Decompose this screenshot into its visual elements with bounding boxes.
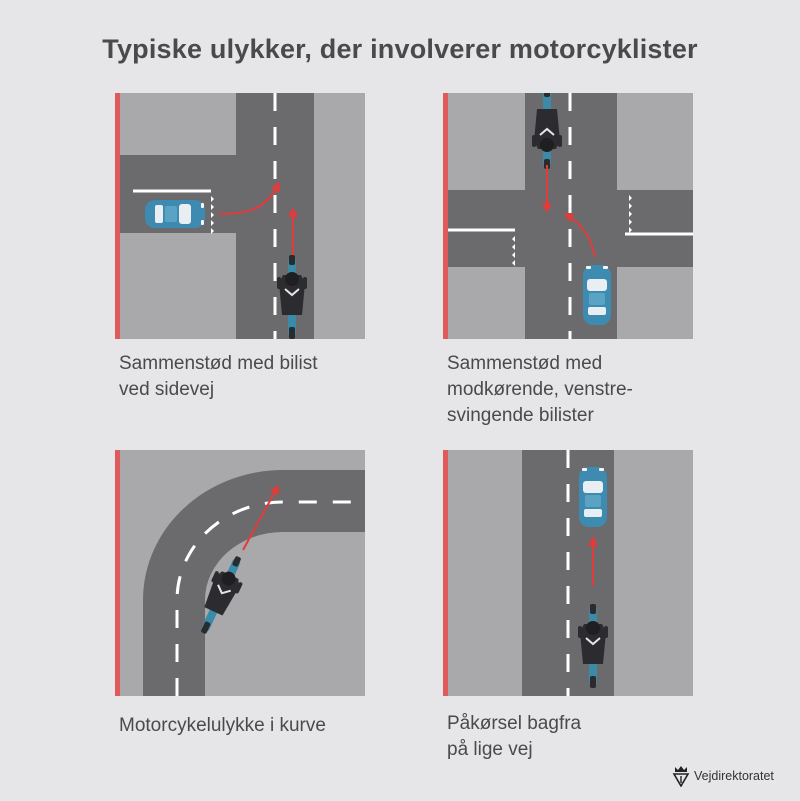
caption-rear-end: Påkørsel bagfra på lige vej [447, 713, 582, 760]
moto-path-arrow [242, 484, 279, 551]
page-title: Typiske ulykker, der involverer motorcyk… [102, 34, 698, 64]
car-icon [583, 265, 611, 325]
panel-side-road [115, 93, 365, 339]
car-icon [579, 467, 607, 527]
side-road-illustration [115, 93, 365, 339]
car-icon [145, 200, 205, 228]
crown-shield-icon [672, 766, 690, 787]
panel-curve [115, 450, 365, 696]
caption-left-turn: Sammenstød med modkørende, venstre- svin… [447, 353, 633, 426]
panel-left-turn [443, 93, 693, 339]
car-path-arrow [218, 181, 280, 215]
panel-rear-end [443, 450, 693, 696]
rear-end-illustration [443, 450, 693, 696]
vejdirektoratet-logo: Vejdirektoratet [672, 765, 774, 787]
caption-side-road: Sammenstød med bilist ved sidevej [119, 353, 318, 400]
curve-illustration [115, 450, 365, 696]
left-turn-illustration [443, 93, 693, 339]
logo-text: Vejdirektoratet [694, 769, 774, 783]
car-path-arrow [563, 212, 596, 258]
caption-curve: Motorcykelulykke i kurve [119, 715, 326, 736]
